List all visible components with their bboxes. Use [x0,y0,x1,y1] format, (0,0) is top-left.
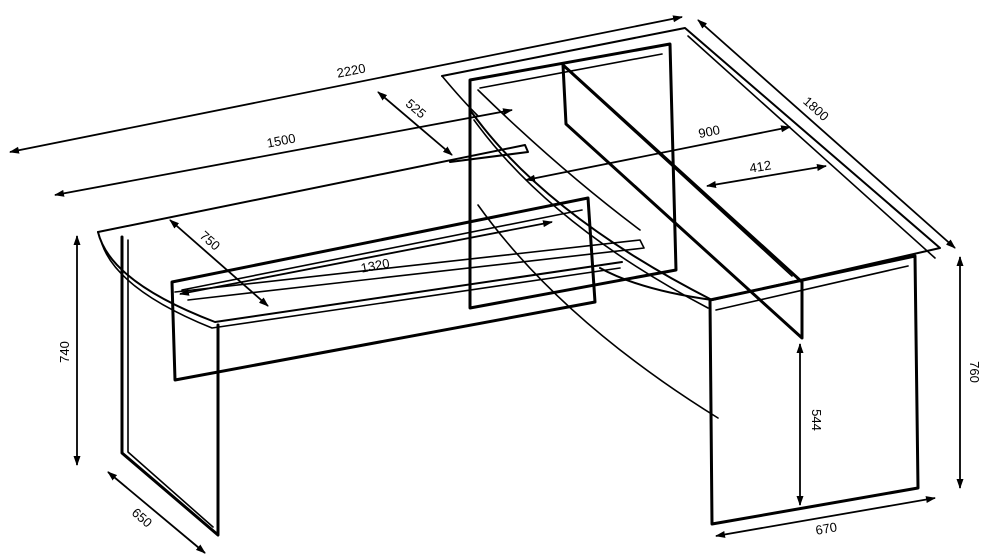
dim-line-1320 [179,220,553,296]
dim-label-740: 740 [57,341,72,363]
center-leg-bracing [477,204,719,419]
dim-line-412 [706,164,827,188]
left-leg-panel-inner [127,239,214,528]
main-desktop-top [97,144,529,233]
dim-label-1800: 1800 [800,93,832,123]
dim-label-544: 544 [809,409,824,431]
right-leg-panel-inner [715,265,909,311]
dim-label-670: 670 [814,519,838,538]
dim-line-1500 [54,108,513,197]
dim-label-760: 760 [967,361,982,383]
dim-line-525 [377,91,453,156]
dim-line-2220 [9,15,683,154]
dim-label-2220: 2220 [336,60,367,80]
right-leg-panel [708,254,920,526]
dim-line-1800 [697,19,956,249]
dim-label-1320: 1320 [360,255,391,275]
dim-line-650 [107,471,206,554]
dim-label-1500: 1500 [266,130,297,150]
dimension-lines [9,15,964,554]
dim-line-670 [715,496,936,538]
dim-label-900: 900 [697,122,721,141]
return-desktop-side-edge [687,35,936,259]
dim-line-900 [525,125,791,182]
main-desktop-front-edge-lower [101,243,621,329]
return-desktop-inner-edge [441,75,479,117]
dim-label-412: 412 [748,157,772,175]
dim-label-750: 750 [197,228,223,254]
